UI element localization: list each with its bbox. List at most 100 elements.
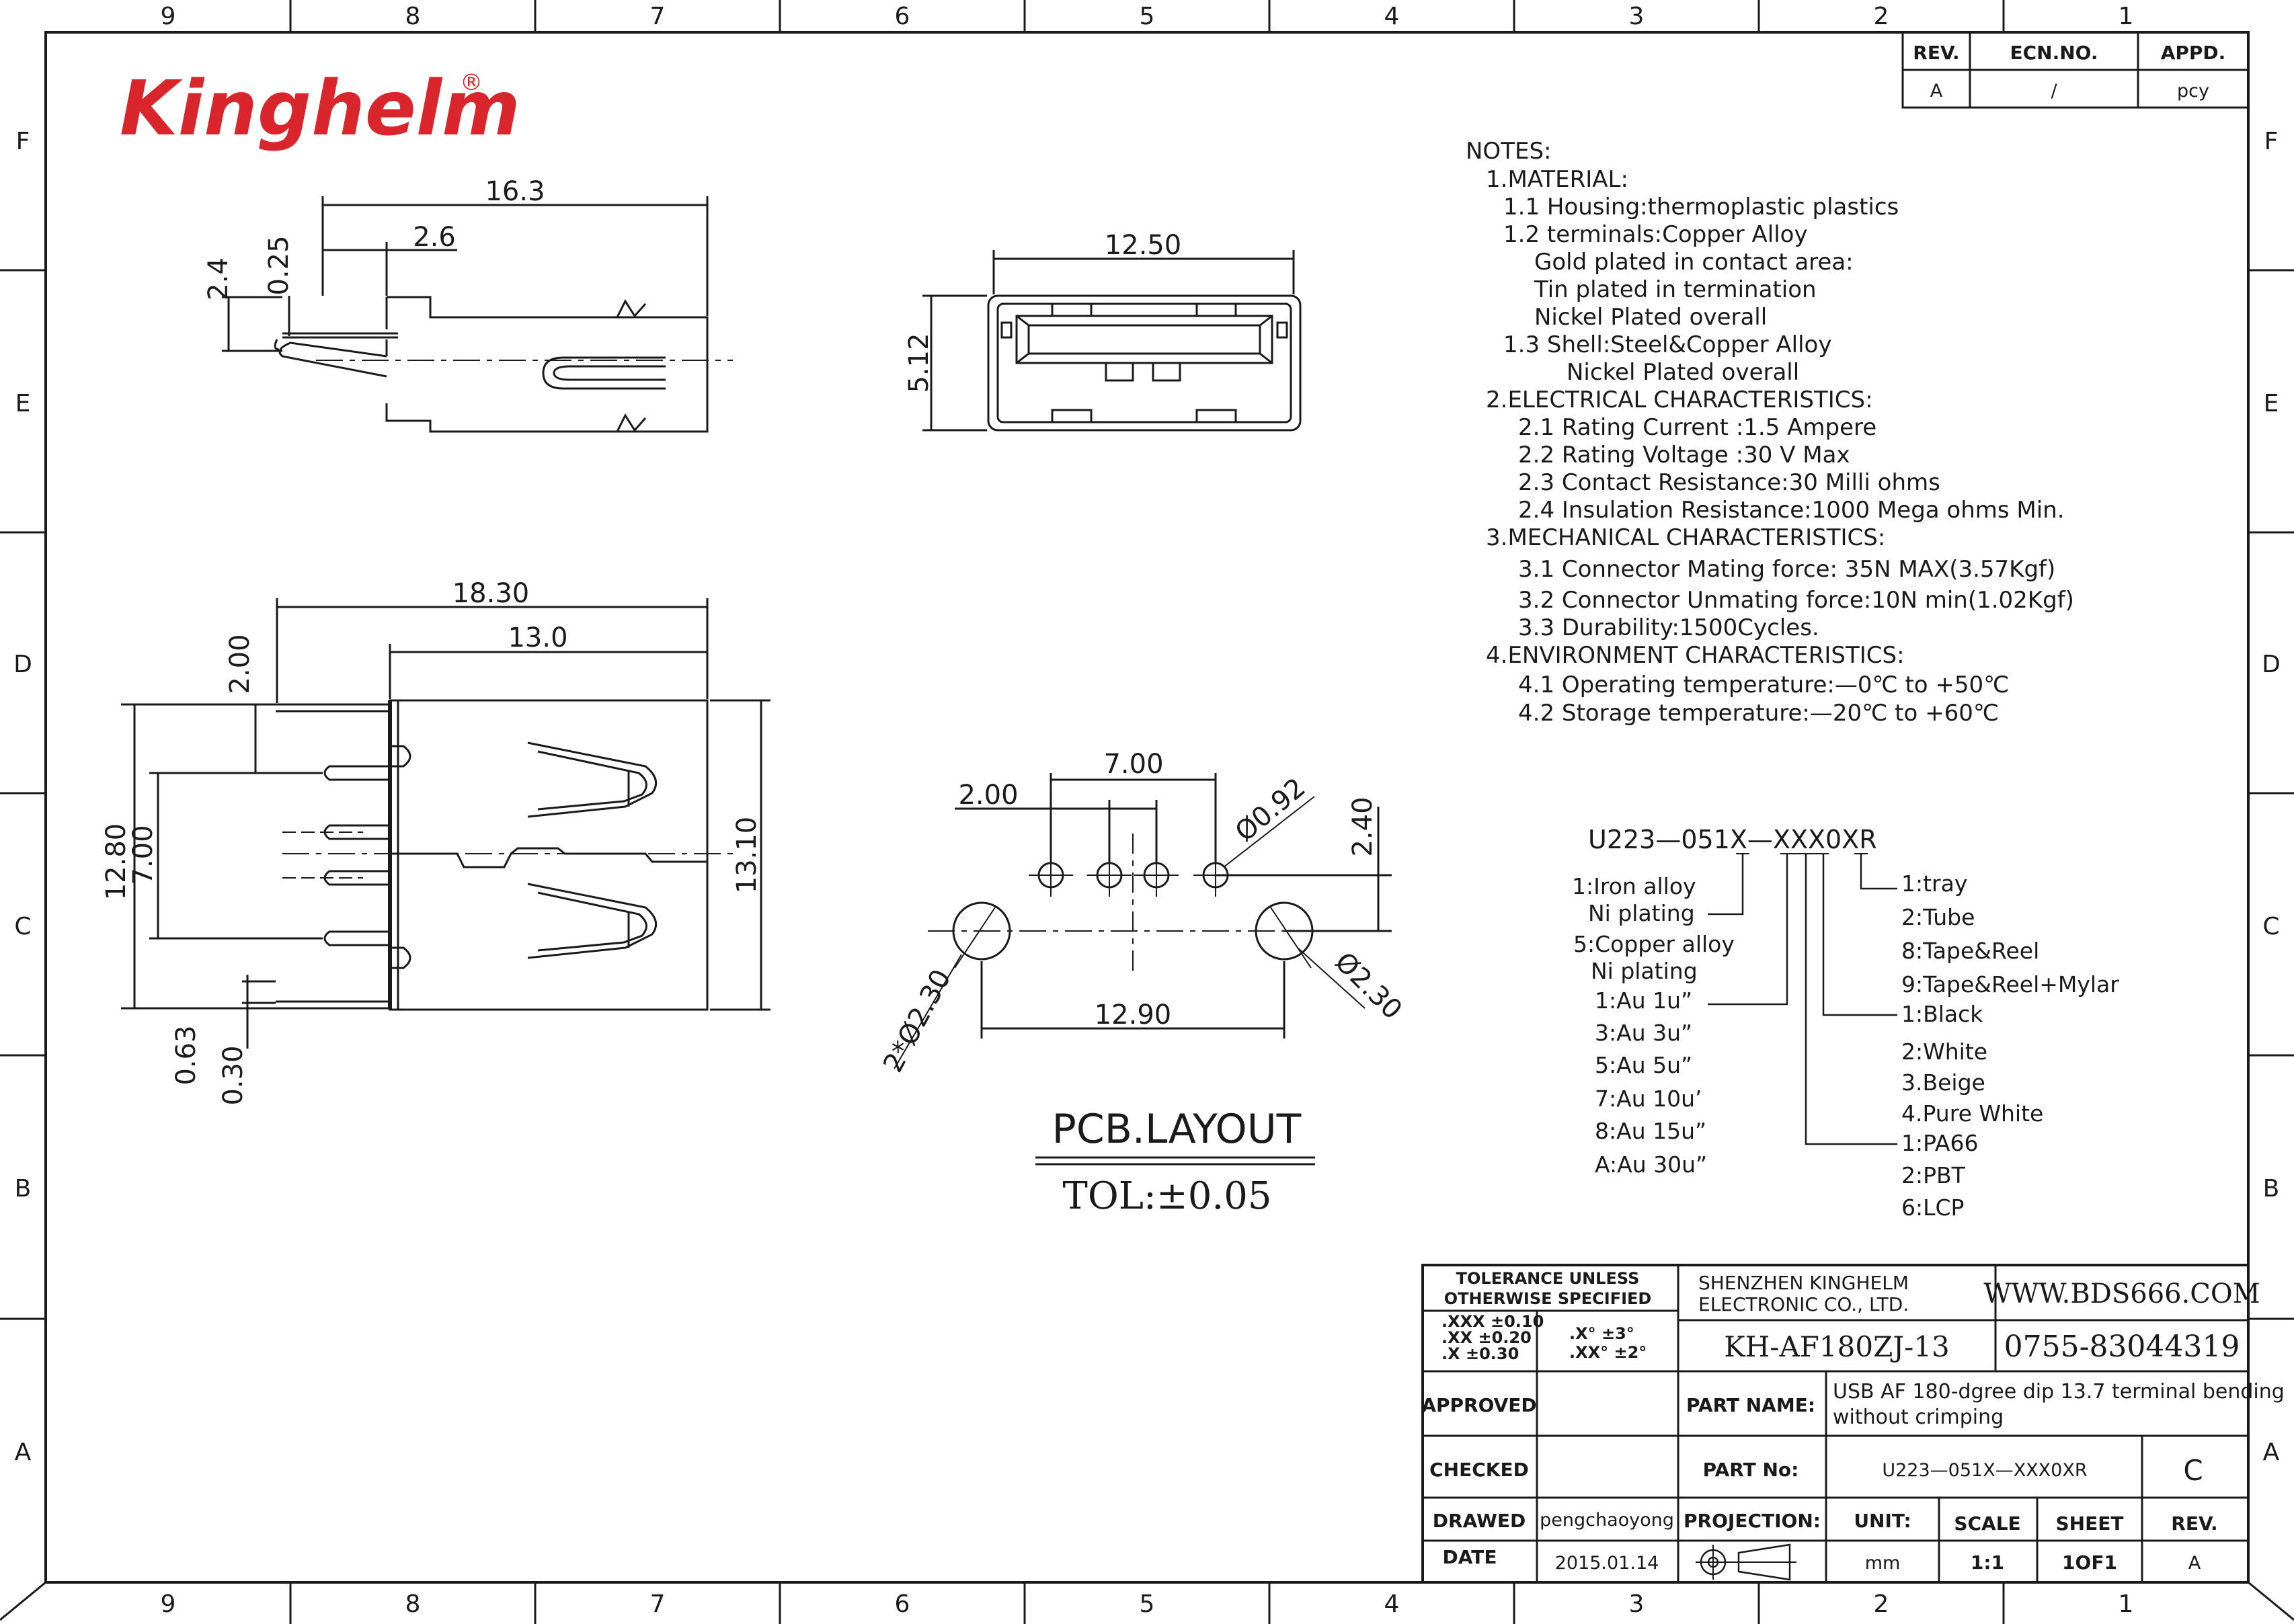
projection-label: PROJECTION: (1684, 1510, 1821, 1532)
drawing-number: KH-AF180ZJ-13 (1724, 1330, 1950, 1363)
logo-text: Kinghelm (120, 65, 520, 153)
side-view-top (222, 196, 733, 433)
dim-2-4: 2.4 (203, 257, 234, 300)
size-letter: C (2183, 1454, 2203, 1487)
pcb-tolerance: TOL:±0.05 (1063, 1174, 1272, 1218)
dim-13-10: 13.10 (731, 817, 762, 894)
option-right: 4.Pure White (1901, 1100, 2043, 1127)
dim-dia-0-92: Ø0.92 (1230, 772, 1312, 848)
part-no-label: PART No: (1703, 1459, 1799, 1481)
tolerance-title: TOLERANCE UNLESS (1456, 1269, 1640, 1288)
front-view-labels: 12.50 5.12 (904, 230, 1181, 393)
option-left: 7:Au 10u’ (1595, 1086, 1702, 1112)
date-label: DATE (1443, 1546, 1497, 1568)
part-name: without crimping (1833, 1406, 2004, 1429)
option-left: Ni plating (1591, 958, 1698, 984)
part-name: USB AF 180-dgree dip 13.7 terminal bendi… (1833, 1380, 2285, 1404)
company-name: ELECTRONIC CO., LTD. (1698, 1293, 1909, 1315)
pcb-layout-title: PCB.LAYOUT (1052, 1106, 1302, 1153)
approved-label: APPROVED (1421, 1394, 1536, 1416)
sheet-value: 1OF1 (2062, 1551, 2117, 1574)
sheet-label: SHEET (2056, 1512, 2124, 1535)
option-right: 1:tray (1901, 870, 1967, 897)
front-view (922, 250, 1302, 432)
option-left: A:Au 30u” (1595, 1151, 1707, 1178)
dim-7-00: 7.00 (128, 825, 159, 885)
note-line: 2.4 Insulation Resistance:1000 Mega ohms… (1518, 497, 2065, 524)
dim-13-0: 13.0 (508, 622, 567, 653)
pcb-layout-labels: 7.00 2.00 Ø0.92 2.40 12.90 2*Ø2.30 Ø2.30… (877, 749, 1408, 1218)
column-labels-top: 9 8 7 6 5 4 3 2 1 (161, 3, 2134, 30)
note-line: 2.ELECTRICAL CHARACTERISTICS: (1486, 387, 1873, 413)
column-labels-bottom: 9 8 7 6 5 4 3 2 1 (161, 1590, 2134, 1618)
row-label: B (2263, 1175, 2280, 1203)
option-right: 2:White (1901, 1039, 1987, 1065)
row-label: C (14, 913, 31, 940)
website: WWW.BDS666.COM (1983, 1278, 2260, 1309)
option-right: 3.Beige (1901, 1069, 1985, 1096)
rev-value: A (1930, 81, 1943, 102)
option-right: 9:Tape&Reel+Mylar (1901, 971, 2119, 998)
appd-value: pcy (2177, 81, 2209, 102)
note-line: Gold plated in contact area: (1534, 249, 1854, 276)
col-label: 8 (405, 1590, 421, 1618)
option-right: 1:PA66 (1901, 1130, 1978, 1156)
option-right: 6:LCP (1901, 1194, 1964, 1221)
note-line: 1.3 Shell:Steel&Copper Alloy (1503, 331, 1831, 358)
dim-12-90: 12.90 (1095, 1000, 1172, 1030)
note-line: 3.1 Connector Mating force: 35N MAX(3.57… (1518, 556, 2055, 583)
rev-label: REV. (2171, 1512, 2217, 1535)
option-right: 2:Tube (1901, 904, 1975, 930)
note-line: 3.MECHANICAL CHARACTERISTICS: (1486, 524, 1885, 551)
note-line: Nickel Plated overall (1567, 359, 1799, 386)
col-label: 5 (1140, 1590, 1155, 1618)
option-right: 8:Tape&Reel (1901, 938, 2039, 964)
part-code-diagram (1708, 853, 1897, 1145)
note-line: 1.MATERIAL: (1486, 166, 1628, 193)
part-code: U223—051X—XXX0XR (1588, 825, 1877, 854)
rev-header: REV. (1913, 42, 1959, 64)
title-block-text: TOLERANCE UNLESS OTHERWISE SPECIFIED .XX… (1421, 1269, 2285, 1574)
phone-number: 0755-83044319 (2004, 1330, 2240, 1364)
row-label: A (15, 1438, 32, 1466)
angle-tolerance: .X° ±3° (1569, 1324, 1634, 1343)
checked-label: CHECKED (1429, 1459, 1529, 1481)
dim-12-80: 12.80 (101, 823, 132, 901)
note-line: 2.3 Contact Resistance:30 Milli ohms (1518, 469, 1940, 496)
company-name: SHENZHEN KINGHELM (1698, 1272, 1909, 1294)
date-value: 2015.01.14 (1555, 1553, 1659, 1574)
tolerance-value: .XX ±0.20 (1441, 1328, 1532, 1347)
part-name-label: PART NAME: (1686, 1394, 1815, 1416)
option-left: 8:Au 15u” (1595, 1118, 1706, 1144)
row-label: E (15, 390, 31, 417)
col-label: 8 (405, 3, 421, 30)
notes-block: NOTES: 1.MATERIAL: 1.1 Housing:thermopla… (1466, 138, 2074, 727)
side-view-top-labels: 16.3 2.6 2.4 0.25 (203, 176, 545, 300)
unit-label: UNIT: (1854, 1510, 1911, 1532)
part-code-labels: U223—051X—XXX0XR 1:Iron alloy Ni plating… (1572, 825, 2119, 1221)
kinghelm-logo: Kinghelm ® (120, 65, 520, 153)
row-label: D (13, 651, 32, 678)
ecn-header: ECN.NO. (2010, 42, 2098, 64)
dim-2-00: 2.00 (958, 780, 1018, 811)
col-label: 6 (895, 1590, 910, 1618)
appd-header: APPD. (2161, 42, 2226, 64)
rev-value: A (2188, 1553, 2201, 1574)
note-line: 3.3 Durability:1500Cycles. (1518, 614, 1819, 641)
row-labels-right: F E D C B A (2262, 128, 2281, 1466)
col-label: 2 (1874, 3, 1889, 30)
drawer-name: pengchaoyong (1540, 1510, 1674, 1531)
row-label: A (2263, 1438, 2280, 1466)
note-line: 4.ENVIRONMENT CHARACTERISTICS: (1486, 642, 1905, 669)
dim-2-40: 2.40 (1347, 797, 1378, 856)
drawed-label: DRAWED (1433, 1510, 1526, 1532)
tolerance-value: .XXX ±0.10 (1441, 1312, 1544, 1331)
dim-2x-dia-2-30: 2*Ø2.30 (877, 965, 957, 1078)
dim-2-6: 2.6 (413, 222, 456, 253)
col-label: 9 (161, 3, 176, 30)
note-line: 3.2 Connector Unmating force:10N min(1.0… (1518, 587, 2074, 614)
note-line: 4.2 Storage temperature:—20℃ to +60℃ (1518, 700, 1999, 727)
scale-value: 1:1 (1971, 1551, 2004, 1574)
dim-0-25: 0.25 (264, 235, 294, 295)
